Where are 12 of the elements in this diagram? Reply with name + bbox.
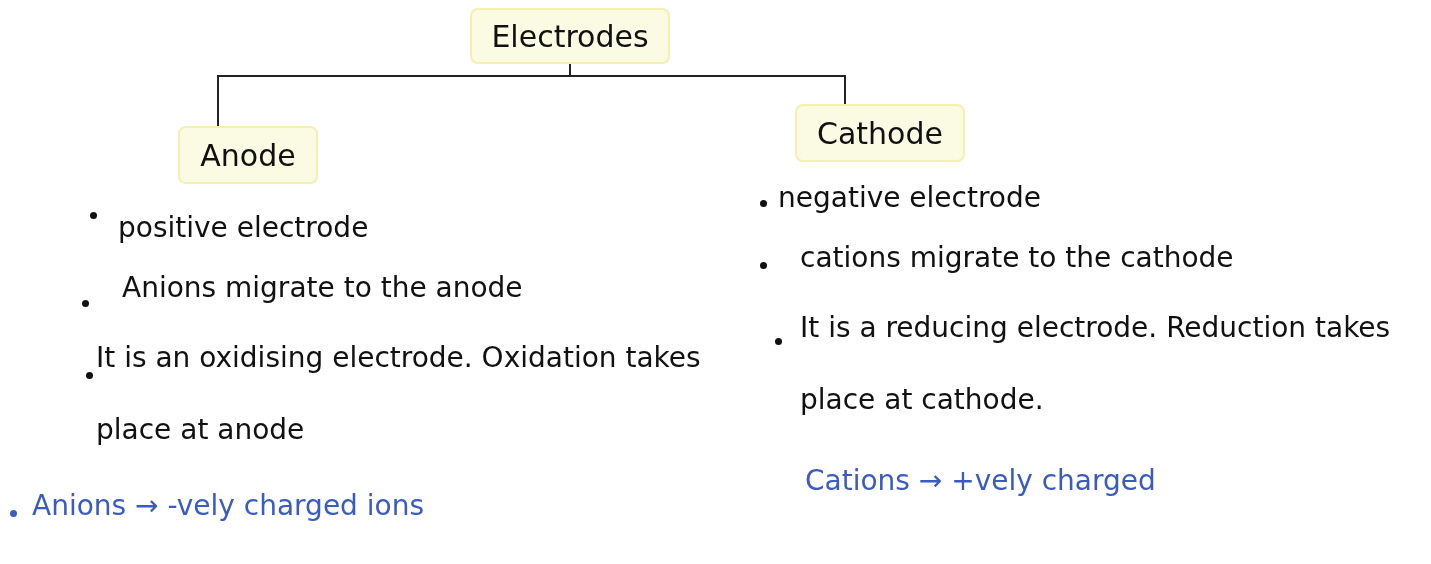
note-text: Anions migrate to the anode [122, 270, 524, 306]
connector-line [569, 63, 846, 105]
note-text: negative electrode [778, 180, 1042, 216]
note-text: positive electrode [118, 210, 370, 246]
highlighted-heading: Anode [178, 126, 318, 184]
note-text: It is an oxidising electrode. Oxidation takes place at anode [96, 340, 702, 448]
note-text: cations migrate to the cathode [800, 240, 1235, 276]
note-text: Cations → +vely charged [805, 463, 1157, 499]
note-text: Anions → -vely charged ions [32, 488, 426, 524]
highlighted-heading: Electrodes [470, 8, 670, 64]
highlighted-heading: Cathode [795, 104, 965, 162]
note-text: It is a reducing electrode. Reduction takes place at cathode. [800, 310, 1392, 418]
